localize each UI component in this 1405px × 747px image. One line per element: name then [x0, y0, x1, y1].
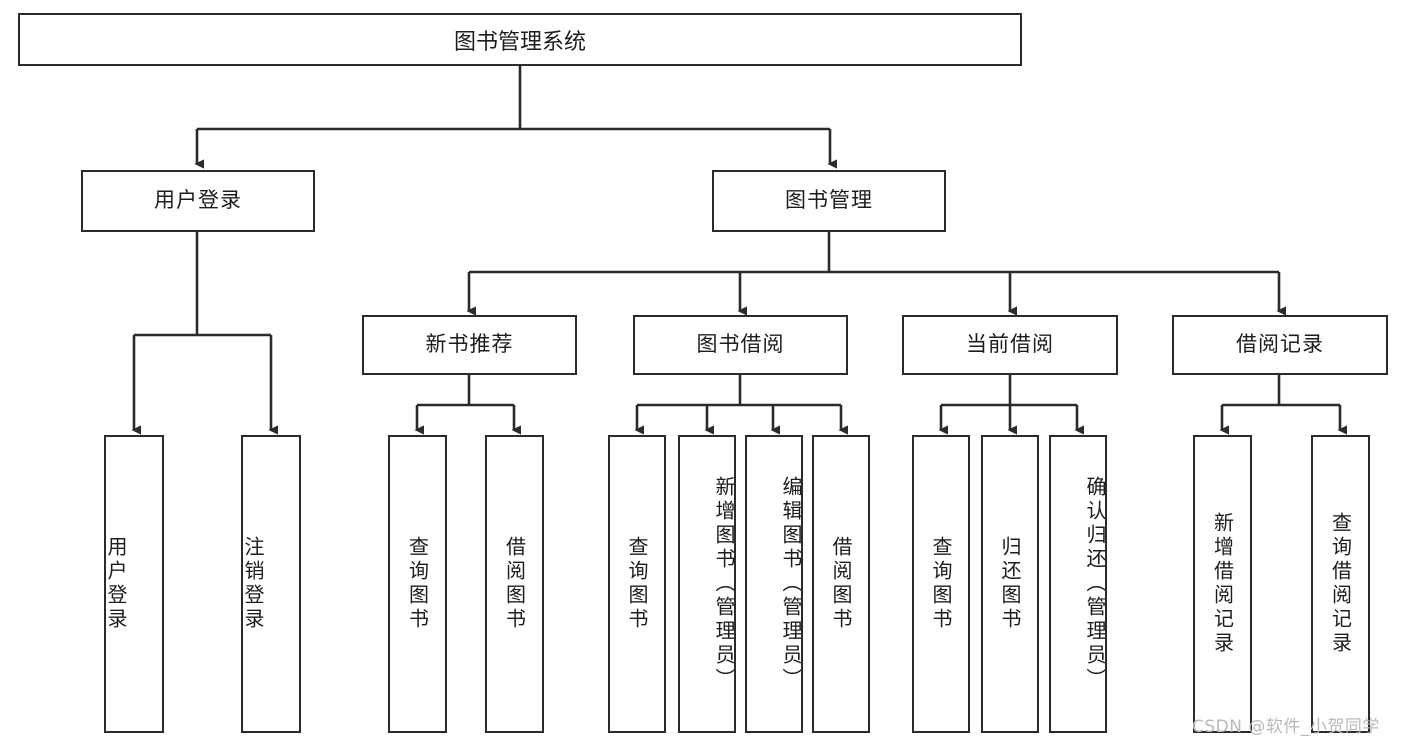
node-root-system[interactable]: 图书管理系统 [18, 13, 1022, 66]
leaf-label: 归还图书 [998, 536, 1022, 632]
node-new-book-recommend[interactable]: 新书推荐 [362, 315, 577, 375]
leaf-current-return-book[interactable]: 归还图书 [981, 435, 1039, 733]
leaf-label: 新增借阅记录 [1210, 512, 1235, 656]
leaf-borrow-edit-book-admin[interactable]: 编辑图书（管理员） [745, 435, 803, 733]
leaf-label: 查询借阅记录 [1328, 512, 1353, 656]
leaf-borrow-add-book-admin[interactable]: 新增图书（管理员） [678, 435, 736, 733]
node-label: 图书管理系统 [453, 29, 586, 55]
leaf-label: 查询图书 [405, 536, 430, 632]
leaf-label: 用户登录 [104, 536, 128, 632]
leaf-label: 新增图书（管理员） [712, 476, 736, 692]
leaf-label: 注销登录 [241, 536, 265, 632]
node-label: 当前借阅 [966, 332, 1054, 357]
leaf-user-login-login[interactable]: 用户登录 [104, 435, 164, 733]
leaf-label: 查询图书 [625, 536, 649, 632]
leaf-label: 查询图书 [929, 536, 953, 632]
leaf-user-login-logout[interactable]: 注销登录 [241, 435, 301, 733]
node-label: 图书借阅 [696, 332, 785, 357]
node-label: 用户登录 [154, 188, 242, 213]
leaf-label: 编辑图书（管理员） [779, 476, 803, 692]
watermark: CSDN @软件_小贺同学 [1192, 717, 1380, 737]
leaf-current-confirm-return-admin[interactable]: 确认归还（管理员） [1049, 435, 1107, 733]
node-borrow-record[interactable]: 借阅记录 [1172, 315, 1388, 375]
leaf-label: 确认归还（管理员） [1083, 476, 1107, 692]
node-label: 新书推荐 [425, 332, 514, 357]
leaf-recommend-query-book[interactable]: 查询图书 [388, 435, 447, 733]
node-user-login[interactable]: 用户登录 [81, 170, 315, 232]
leaf-current-query-book[interactable]: 查询图书 [912, 435, 970, 733]
node-current-borrow[interactable]: 当前借阅 [902, 315, 1118, 375]
node-label: 图书管理 [785, 188, 873, 213]
node-label: 借阅记录 [1236, 332, 1324, 357]
leaf-borrow-query-book[interactable]: 查询图书 [608, 435, 666, 733]
node-book-borrow[interactable]: 图书借阅 [633, 315, 848, 375]
leaf-label: 借阅图书 [502, 536, 527, 632]
leaf-borrow-borrow-book[interactable]: 借阅图书 [812, 435, 870, 733]
leaf-recommend-borrow-book[interactable]: 借阅图书 [485, 435, 544, 733]
leaf-label: 借阅图书 [829, 536, 853, 632]
node-book-management[interactable]: 图书管理 [712, 170, 946, 232]
leaf-record-query-record[interactable]: 查询借阅记录 [1311, 435, 1370, 733]
leaf-record-add-record[interactable]: 新增借阅记录 [1193, 435, 1252, 733]
